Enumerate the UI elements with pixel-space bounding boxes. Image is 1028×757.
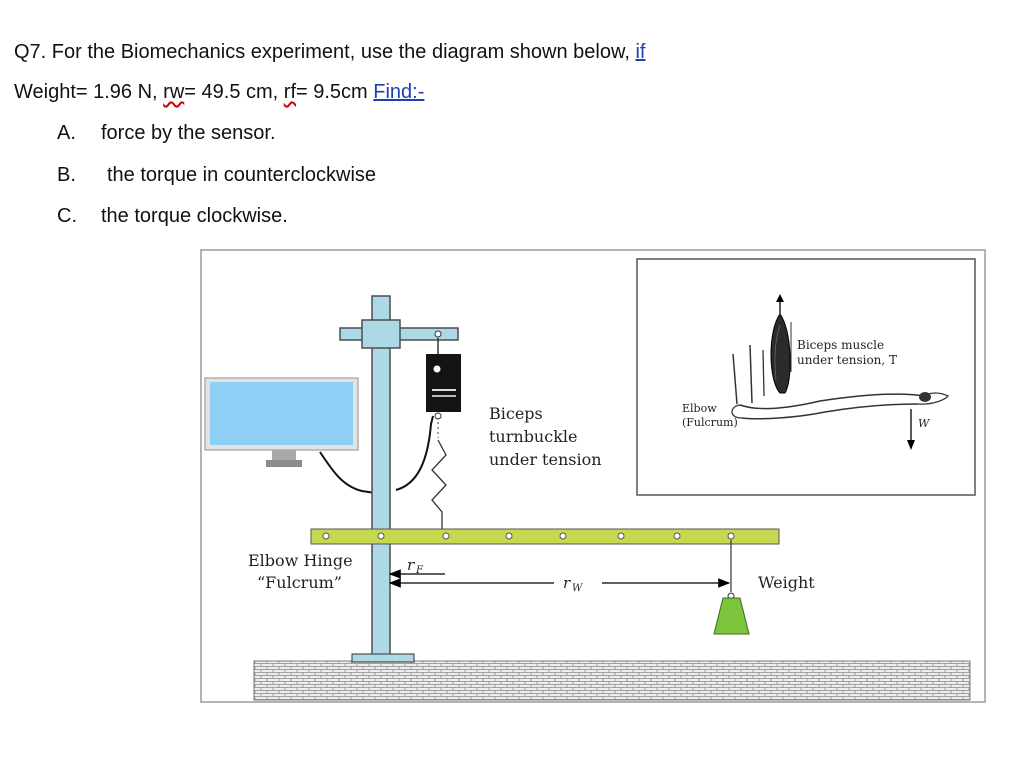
rw-symbol-r: r — [563, 574, 571, 592]
option-c-text: the torque clockwise. — [101, 205, 288, 227]
option-c-letter: C. — [57, 205, 77, 227]
anatomy-inset — [636, 258, 976, 496]
forearm-beam — [310, 528, 780, 545]
question-title: Q7. For the Biomechanics experiment, use… — [14, 40, 645, 64]
option-b: B. the torque in counterclockwise — [57, 163, 376, 187]
monitor-cable — [319, 451, 376, 494]
stand — [339, 295, 459, 663]
computer-monitor — [204, 377, 359, 467]
given-rw-value: = 49.5 cm, — [184, 81, 284, 103]
option-a-letter: A. — [57, 122, 76, 144]
question-given: Weight= 1.96 N, rw= 49.5 cm, rf= 9.5cm F… — [14, 80, 424, 104]
hanging-weight — [713, 540, 750, 635]
biceps-label-1: Biceps — [489, 404, 543, 423]
inset-muscle-label-1: Biceps muscle — [797, 338, 884, 352]
inset-elbow-label-1: Elbow — [682, 402, 717, 415]
biceps-label-2: turnbuckle — [489, 427, 577, 446]
force-sensor — [426, 338, 461, 420]
turnbuckle-spring — [431, 422, 447, 530]
rf-symbol-sub: F — [415, 565, 424, 576]
inset-weight-symbol: W — [918, 417, 931, 430]
inset-muscle-label-2: under tension, T — [797, 353, 897, 367]
rf-symbol-r: r — [407, 556, 415, 574]
inset-elbow-label-2: (Fulcrum) — [682, 416, 738, 429]
rf-symbol: r F — [407, 556, 424, 576]
given-rw-label: rw — [163, 81, 185, 103]
find-link[interactable]: Find:- — [373, 81, 425, 103]
rw-symbol: r W — [563, 574, 583, 594]
option-c: C. the torque clockwise. — [57, 204, 288, 228]
option-a-text: force by the sensor. — [101, 122, 276, 144]
given-rf-label: rf — [283, 81, 296, 103]
given-rf-value: = 9.5cm — [296, 81, 374, 103]
elbow-hinge-label: Elbow Hinge — [248, 551, 353, 570]
floor — [253, 660, 971, 701]
option-a: A. force by the sensor. — [57, 121, 276, 145]
option-b-letter: B. — [57, 164, 76, 186]
given-weight: Weight= 1.96 N, — [14, 81, 164, 103]
fulcrum-label: “Fulcrum” — [257, 573, 342, 592]
sensor-cable — [395, 415, 434, 491]
question-title-link[interactable]: if — [635, 41, 646, 63]
weight-label: Weight — [758, 573, 815, 592]
rw-symbol-sub: W — [572, 583, 583, 594]
option-b-text: the torque in counterclockwise — [107, 164, 377, 186]
question-title-text: Q7. For the Biomechanics experiment, use… — [14, 41, 636, 63]
biceps-label-3: under tension — [489, 450, 602, 469]
